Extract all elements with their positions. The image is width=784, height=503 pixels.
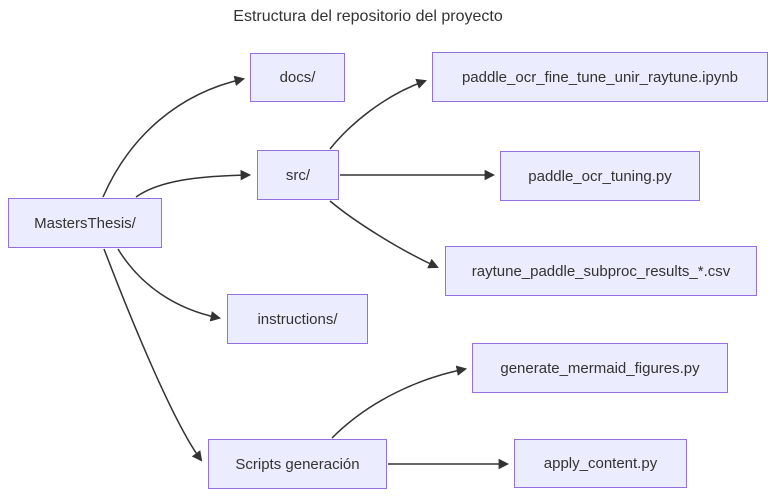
edge-scripts-mermaid: [331, 365, 468, 439]
node-results: raytune_paddle_subproc_results_*.csv: [445, 246, 757, 296]
node-src: src/: [257, 150, 339, 200]
node-notebook: paddle_ocr_fine_tune_unir_raytune.ipynb: [432, 52, 768, 102]
node-instructions: instructions/: [227, 294, 368, 344]
edge-root-scripts: [103, 248, 203, 462]
edge-root-src: [135, 169, 252, 198]
diagram-title: Estructura del repositorio del proyecto: [233, 8, 503, 25]
edge-root-docs: [102, 75, 246, 198]
node-tuning: paddle_ocr_tuning.py: [500, 151, 700, 201]
edge-root-instructions: [117, 248, 222, 322]
node-docs: docs/: [250, 53, 345, 102]
node-generate-mermaid: generate_mermaid_figures.py: [472, 343, 728, 393]
node-scripts-generacion: Scripts generación: [208, 439, 387, 489]
node-mastersthesis: MastersThesis/: [8, 198, 162, 248]
node-apply-content: apply_content.py: [514, 439, 687, 488]
edge-src-results: [329, 200, 439, 269]
